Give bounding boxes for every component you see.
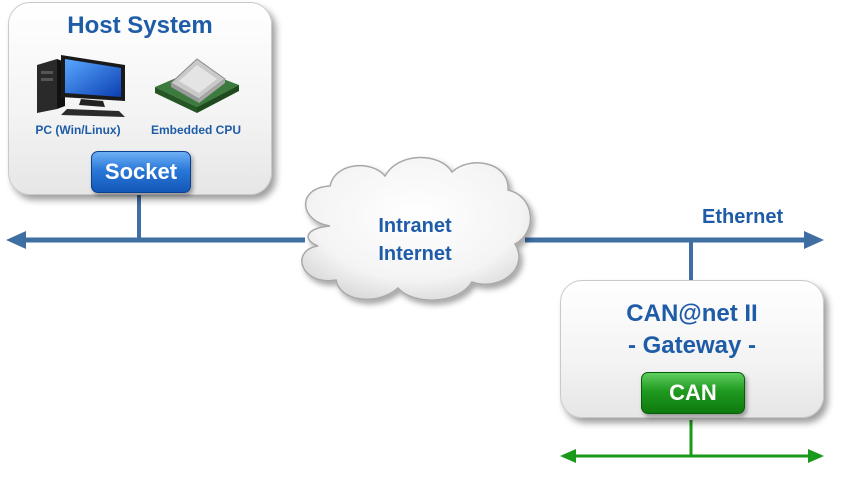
internet-label: Internet xyxy=(378,243,452,265)
host-system-title: Host System xyxy=(67,12,213,39)
ethernet-arrow-right-icon xyxy=(804,231,824,249)
gateway-title: CAN@net II - Gateway - xyxy=(561,298,823,362)
ethernet-arrow-left-icon xyxy=(6,231,26,249)
socket-button[interactable]: Socket xyxy=(91,151,191,193)
can-arrow-right-icon xyxy=(808,449,824,463)
host-system-box: Host System PC (Win/Linux) Embedded CPU xyxy=(8,2,272,195)
intranet-label: Intranet xyxy=(378,215,452,237)
cpu-caption: Embedded CPU xyxy=(150,123,241,137)
can-button[interactable]: CAN xyxy=(641,372,745,414)
gateway-title-line2: - Gateway - xyxy=(627,332,757,359)
desktop-computer-icon xyxy=(37,55,125,117)
gateway-title-line1: CAN@net II xyxy=(626,300,758,327)
cloud-icon xyxy=(301,156,531,301)
pc-caption: PC (Win/Linux) xyxy=(35,123,121,137)
ethernet-label: Ethernet xyxy=(702,206,784,228)
cloud-label: Intranet Internet xyxy=(350,212,480,268)
gateway-box: CAN@net II - Gateway - CAN xyxy=(560,280,824,418)
cpu-chip-icon xyxy=(155,58,239,113)
can-arrow-left-icon xyxy=(560,449,576,463)
